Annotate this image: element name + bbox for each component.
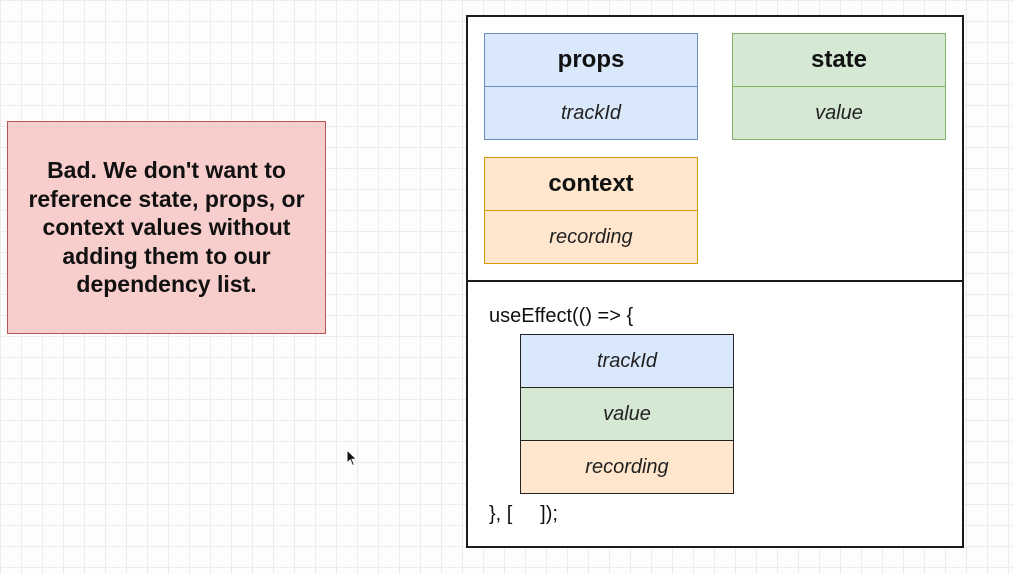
context-card: context recording xyxy=(484,157,698,264)
dependency-slot-recording: recording xyxy=(520,440,734,494)
state-card-title: state xyxy=(733,34,945,87)
mouse-pointer-icon xyxy=(346,449,358,467)
frame-divider xyxy=(468,280,962,282)
dependency-slot-trackid: trackId xyxy=(520,334,734,388)
context-card-title: context xyxy=(485,158,697,211)
context-card-value: recording xyxy=(549,225,633,248)
use-effect-open: useEffect(() => { xyxy=(489,305,634,327)
dependency-slot-value: value xyxy=(520,387,734,441)
state-card-value: value xyxy=(815,101,863,124)
props-card-value: trackId xyxy=(560,101,622,124)
warning-note-text: Bad. We don't want to reference state, p… xyxy=(28,157,305,298)
props-card: props trackId xyxy=(484,33,698,140)
use-effect-close: }, [ ]); xyxy=(489,503,558,525)
warning-note: Bad. We don't want to reference state, p… xyxy=(7,121,326,334)
props-card-title: props xyxy=(485,34,697,87)
state-card: state value xyxy=(732,33,946,140)
